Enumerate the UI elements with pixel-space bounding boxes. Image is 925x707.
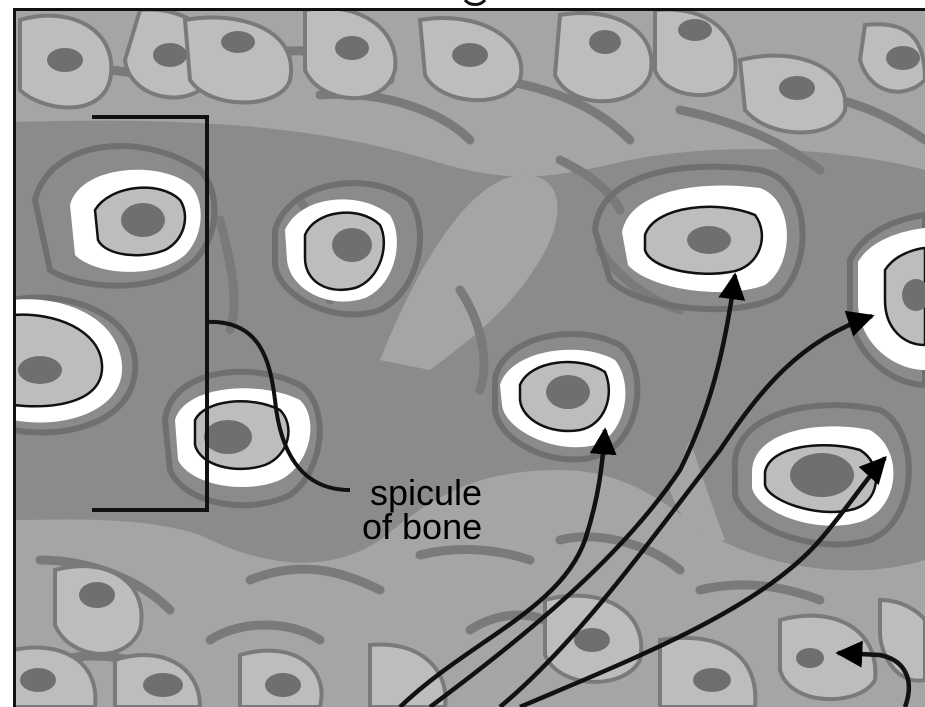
label-spicule-line2: of bone [362,506,482,547]
top-edge-artifact [465,0,485,5]
